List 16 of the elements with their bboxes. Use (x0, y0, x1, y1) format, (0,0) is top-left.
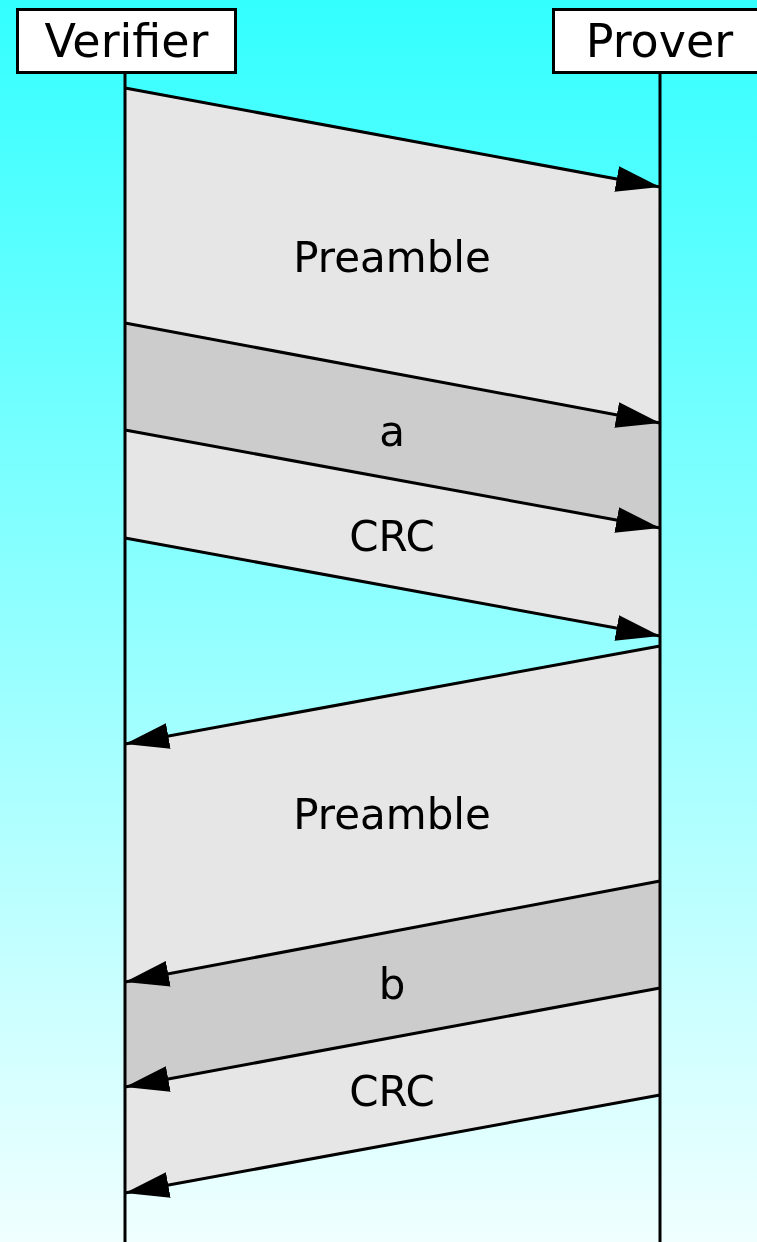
arrow (124, 644, 661, 749)
band-label: Preamble (293, 237, 491, 279)
band-label: Preamble (293, 794, 491, 836)
arrow (124, 986, 661, 1092)
band-label: CRC (349, 516, 435, 558)
band-label: b (378, 964, 406, 1006)
band-label: CRC (349, 1071, 435, 1113)
band-label: a (379, 411, 405, 453)
arrow (124, 321, 661, 428)
participant-box: Verifier (16, 8, 237, 74)
arrow (124, 879, 661, 987)
participant-box: Prover (552, 8, 757, 74)
arrow (124, 1093, 661, 1198)
arrow (124, 428, 661, 533)
arrow (124, 536, 661, 641)
arrow (124, 86, 661, 192)
